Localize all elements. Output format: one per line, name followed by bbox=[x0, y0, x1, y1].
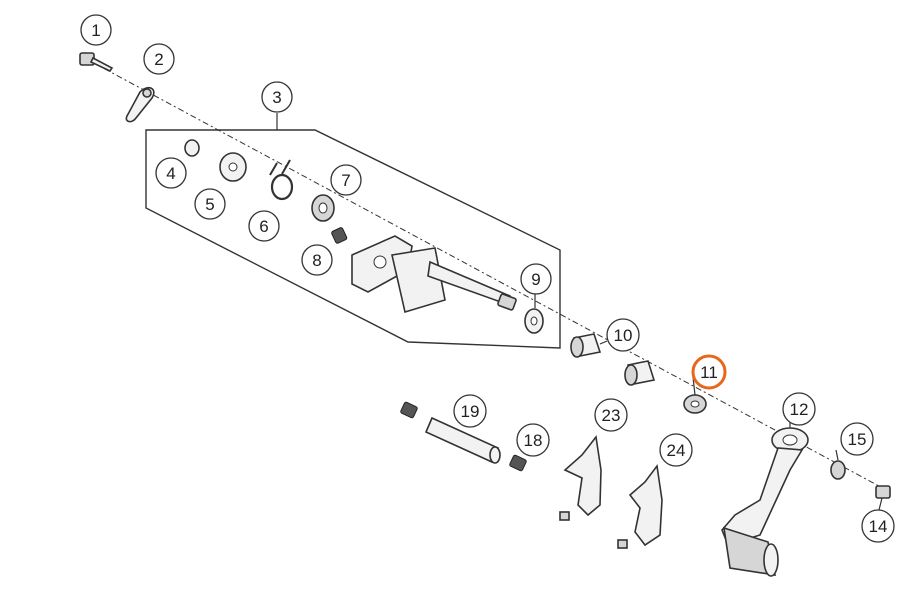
callout-24[interactable]: 24 bbox=[659, 433, 693, 467]
callout-1[interactable]: 1 bbox=[80, 14, 112, 46]
part-spring-8 bbox=[331, 227, 348, 244]
part-bolt-14 bbox=[875, 485, 891, 499]
svg-text:19: 19 bbox=[461, 402, 480, 421]
part-washer-5 bbox=[219, 152, 247, 182]
svg-text:5: 5 bbox=[205, 195, 214, 214]
part-washer-9 bbox=[524, 308, 544, 334]
svg-text:9: 9 bbox=[531, 270, 540, 289]
svg-text:4: 4 bbox=[166, 164, 175, 183]
svg-text:23: 23 bbox=[602, 406, 621, 425]
svg-text:3: 3 bbox=[272, 88, 281, 107]
part-pin-19 bbox=[400, 401, 501, 464]
part-clip-6 bbox=[269, 159, 294, 201]
part-shift-lever-12 bbox=[721, 427, 809, 577]
callout-19[interactable]: 19 bbox=[453, 394, 487, 428]
part-bushing-10 bbox=[570, 333, 656, 386]
part-spring-18 bbox=[509, 454, 527, 472]
svg-text:10: 10 bbox=[614, 326, 633, 345]
svg-text:8: 8 bbox=[312, 251, 321, 270]
svg-text:1: 1 bbox=[91, 21, 100, 40]
svg-text:7: 7 bbox=[341, 171, 350, 190]
svg-text:2: 2 bbox=[154, 50, 163, 69]
callout-4[interactable]: 4 bbox=[155, 157, 187, 189]
callout-6[interactable]: 6 bbox=[248, 210, 280, 242]
callout-14[interactable]: 14 bbox=[861, 509, 895, 543]
callout-7[interactable]: 7 bbox=[330, 164, 362, 196]
callout-10[interactable]: 10 bbox=[606, 318, 640, 352]
part-shift-fork-24 bbox=[617, 463, 663, 549]
part-shift-shaft bbox=[351, 235, 517, 314]
part-lever-2 bbox=[125, 86, 155, 123]
part-bolt-1 bbox=[79, 52, 114, 73]
callout-9[interactable]: 9 bbox=[520, 263, 552, 295]
svg-text:14: 14 bbox=[869, 517, 888, 536]
assembly-axis-line bbox=[91, 61, 891, 493]
part-seal-11 bbox=[683, 394, 707, 414]
callout-15[interactable]: 15 bbox=[840, 422, 874, 456]
callout-8[interactable]: 8 bbox=[301, 244, 333, 276]
callout-5[interactable]: 5 bbox=[194, 188, 226, 220]
leader-lines bbox=[534, 293, 883, 511]
part-nut-15 bbox=[830, 460, 846, 480]
svg-text:15: 15 bbox=[848, 430, 867, 449]
callout-12[interactable]: 12 bbox=[782, 392, 816, 426]
subassembly-outline bbox=[145, 129, 561, 349]
part-shift-fork-23 bbox=[559, 435, 602, 521]
svg-text:6: 6 bbox=[259, 217, 268, 236]
callout-11[interactable]: 11 bbox=[691, 354, 727, 390]
callout-18[interactable]: 18 bbox=[516, 423, 550, 457]
svg-text:11: 11 bbox=[700, 363, 718, 382]
svg-text:12: 12 bbox=[790, 400, 809, 419]
svg-text:24: 24 bbox=[667, 441, 686, 460]
callout-3[interactable]: 3 bbox=[261, 81, 293, 113]
callout-2[interactable]: 2 bbox=[143, 43, 175, 75]
part-lockwasher-7 bbox=[311, 194, 335, 222]
svg-text:18: 18 bbox=[524, 431, 543, 450]
callout-23[interactable]: 23 bbox=[594, 398, 628, 432]
part-ring-4 bbox=[184, 139, 200, 157]
